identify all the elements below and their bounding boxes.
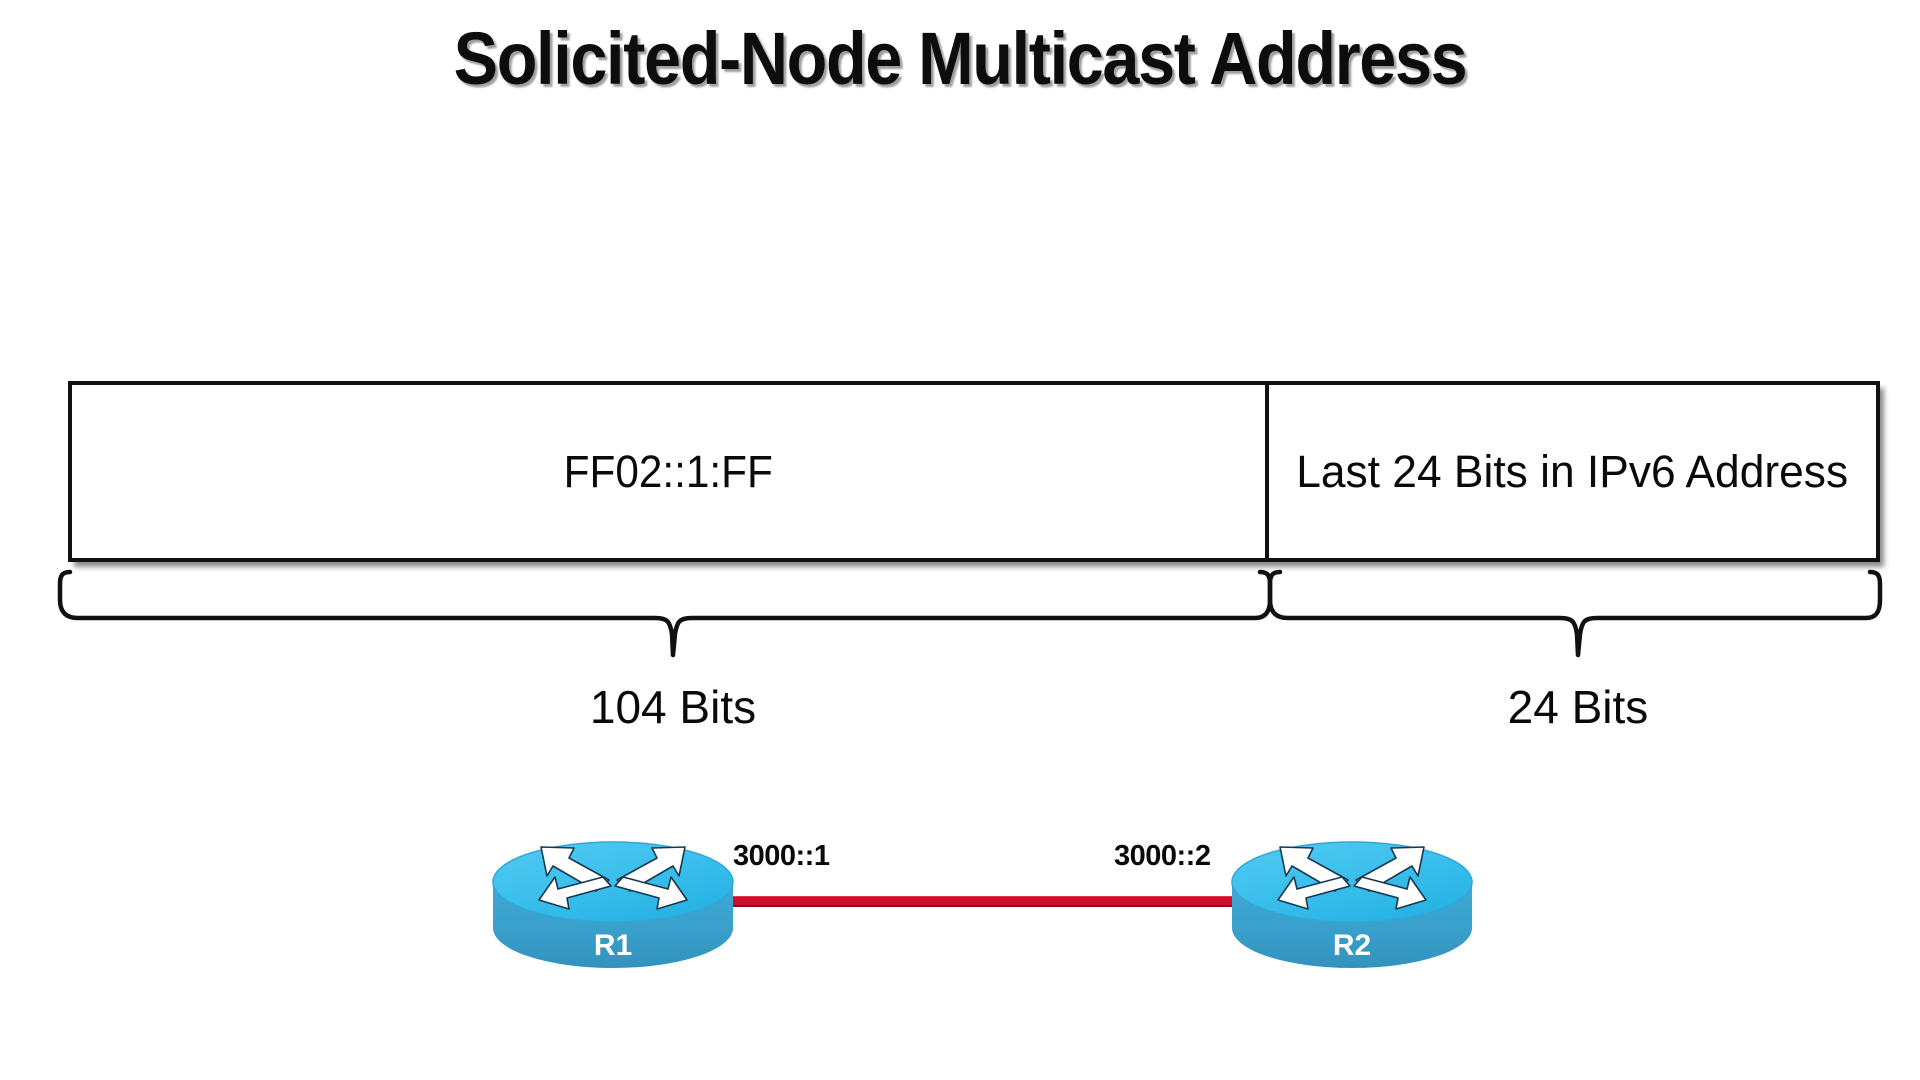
address-field-prefix: FF02::1:FF <box>72 385 1269 558</box>
page-title: Solicited-Node Multicast Address <box>453 17 1468 100</box>
cisco-router-icon: R2 <box>1231 841 1473 968</box>
address-field-suffix-label: Last 24 Bits in IPv6 Address <box>1296 445 1849 497</box>
brace-104-bits <box>57 569 1273 658</box>
address-field-prefix-label: FF02::1:FF <box>563 445 774 497</box>
brace-group <box>0 560 1920 670</box>
bits-label-104: 104 Bits <box>589 681 757 733</box>
cisco-router-icon: R1 <box>492 841 734 968</box>
router-r1-label: R1 <box>594 929 632 962</box>
address-format-box: FF02::1:FF Last 24 Bits in IPv6 Address <box>68 381 1880 562</box>
bits-label-24: 24 Bits <box>1507 681 1649 733</box>
network-topology: R1 <box>0 800 1920 1020</box>
router-r2[interactable]: R2 <box>1228 820 1476 978</box>
interface-address-r1: 3000::1 <box>733 840 830 872</box>
router-r2-label: R2 <box>1333 929 1371 962</box>
router-r1[interactable]: R1 <box>489 820 737 978</box>
interface-address-r2: 3000::2 <box>1114 840 1211 872</box>
address-field-suffix: Last 24 Bits in IPv6 Address <box>1269 385 1876 558</box>
brace-24-bits <box>1267 569 1883 658</box>
router-link-line <box>700 896 1270 907</box>
brace-svg <box>57 569 1883 658</box>
